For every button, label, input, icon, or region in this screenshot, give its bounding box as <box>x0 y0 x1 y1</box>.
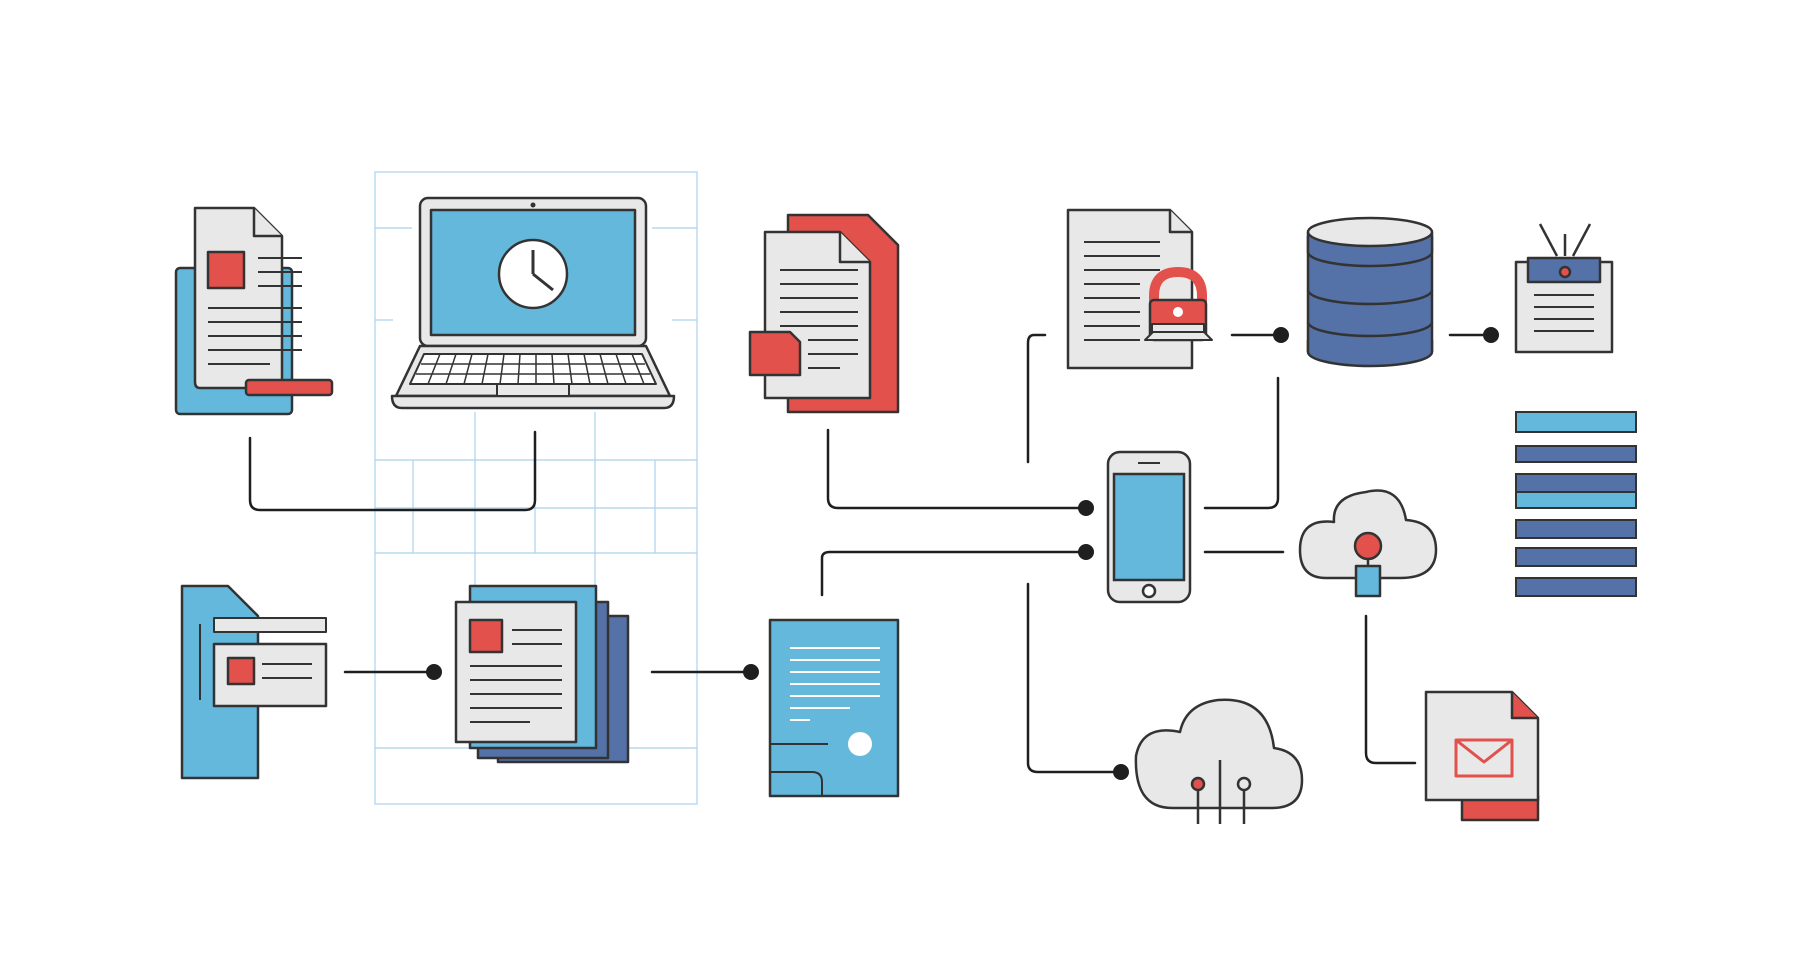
document-with-image-icon <box>174 206 334 416</box>
connector-dot <box>1483 327 1499 343</box>
database-icon <box>1306 216 1434 368</box>
document-pile-icon <box>454 584 630 764</box>
connector-dot <box>426 664 442 680</box>
email-file-icon <box>1424 690 1540 822</box>
antenna-notepad-icon <box>1514 223 1614 354</box>
smartphone-icon <box>1106 450 1192 604</box>
connector-dot <box>1078 544 1094 560</box>
certificate-icon <box>768 618 900 798</box>
connector-dot <box>1113 764 1129 780</box>
server-rack-icon <box>1515 411 1637 597</box>
laptop-clock-icon <box>390 196 676 410</box>
connector-dot <box>1273 327 1289 343</box>
connector-lines <box>248 333 1492 774</box>
connector-dot <box>1078 500 1094 516</box>
connector-dots <box>426 327 1499 780</box>
cloud-circuit-icon <box>1134 698 1304 824</box>
cloud-upload-icon <box>1298 489 1438 598</box>
document-red-tab-icon <box>748 213 900 414</box>
padlock-document-icon <box>1066 208 1213 370</box>
connector-dot <box>743 664 759 680</box>
folder-card-icon <box>180 584 328 780</box>
